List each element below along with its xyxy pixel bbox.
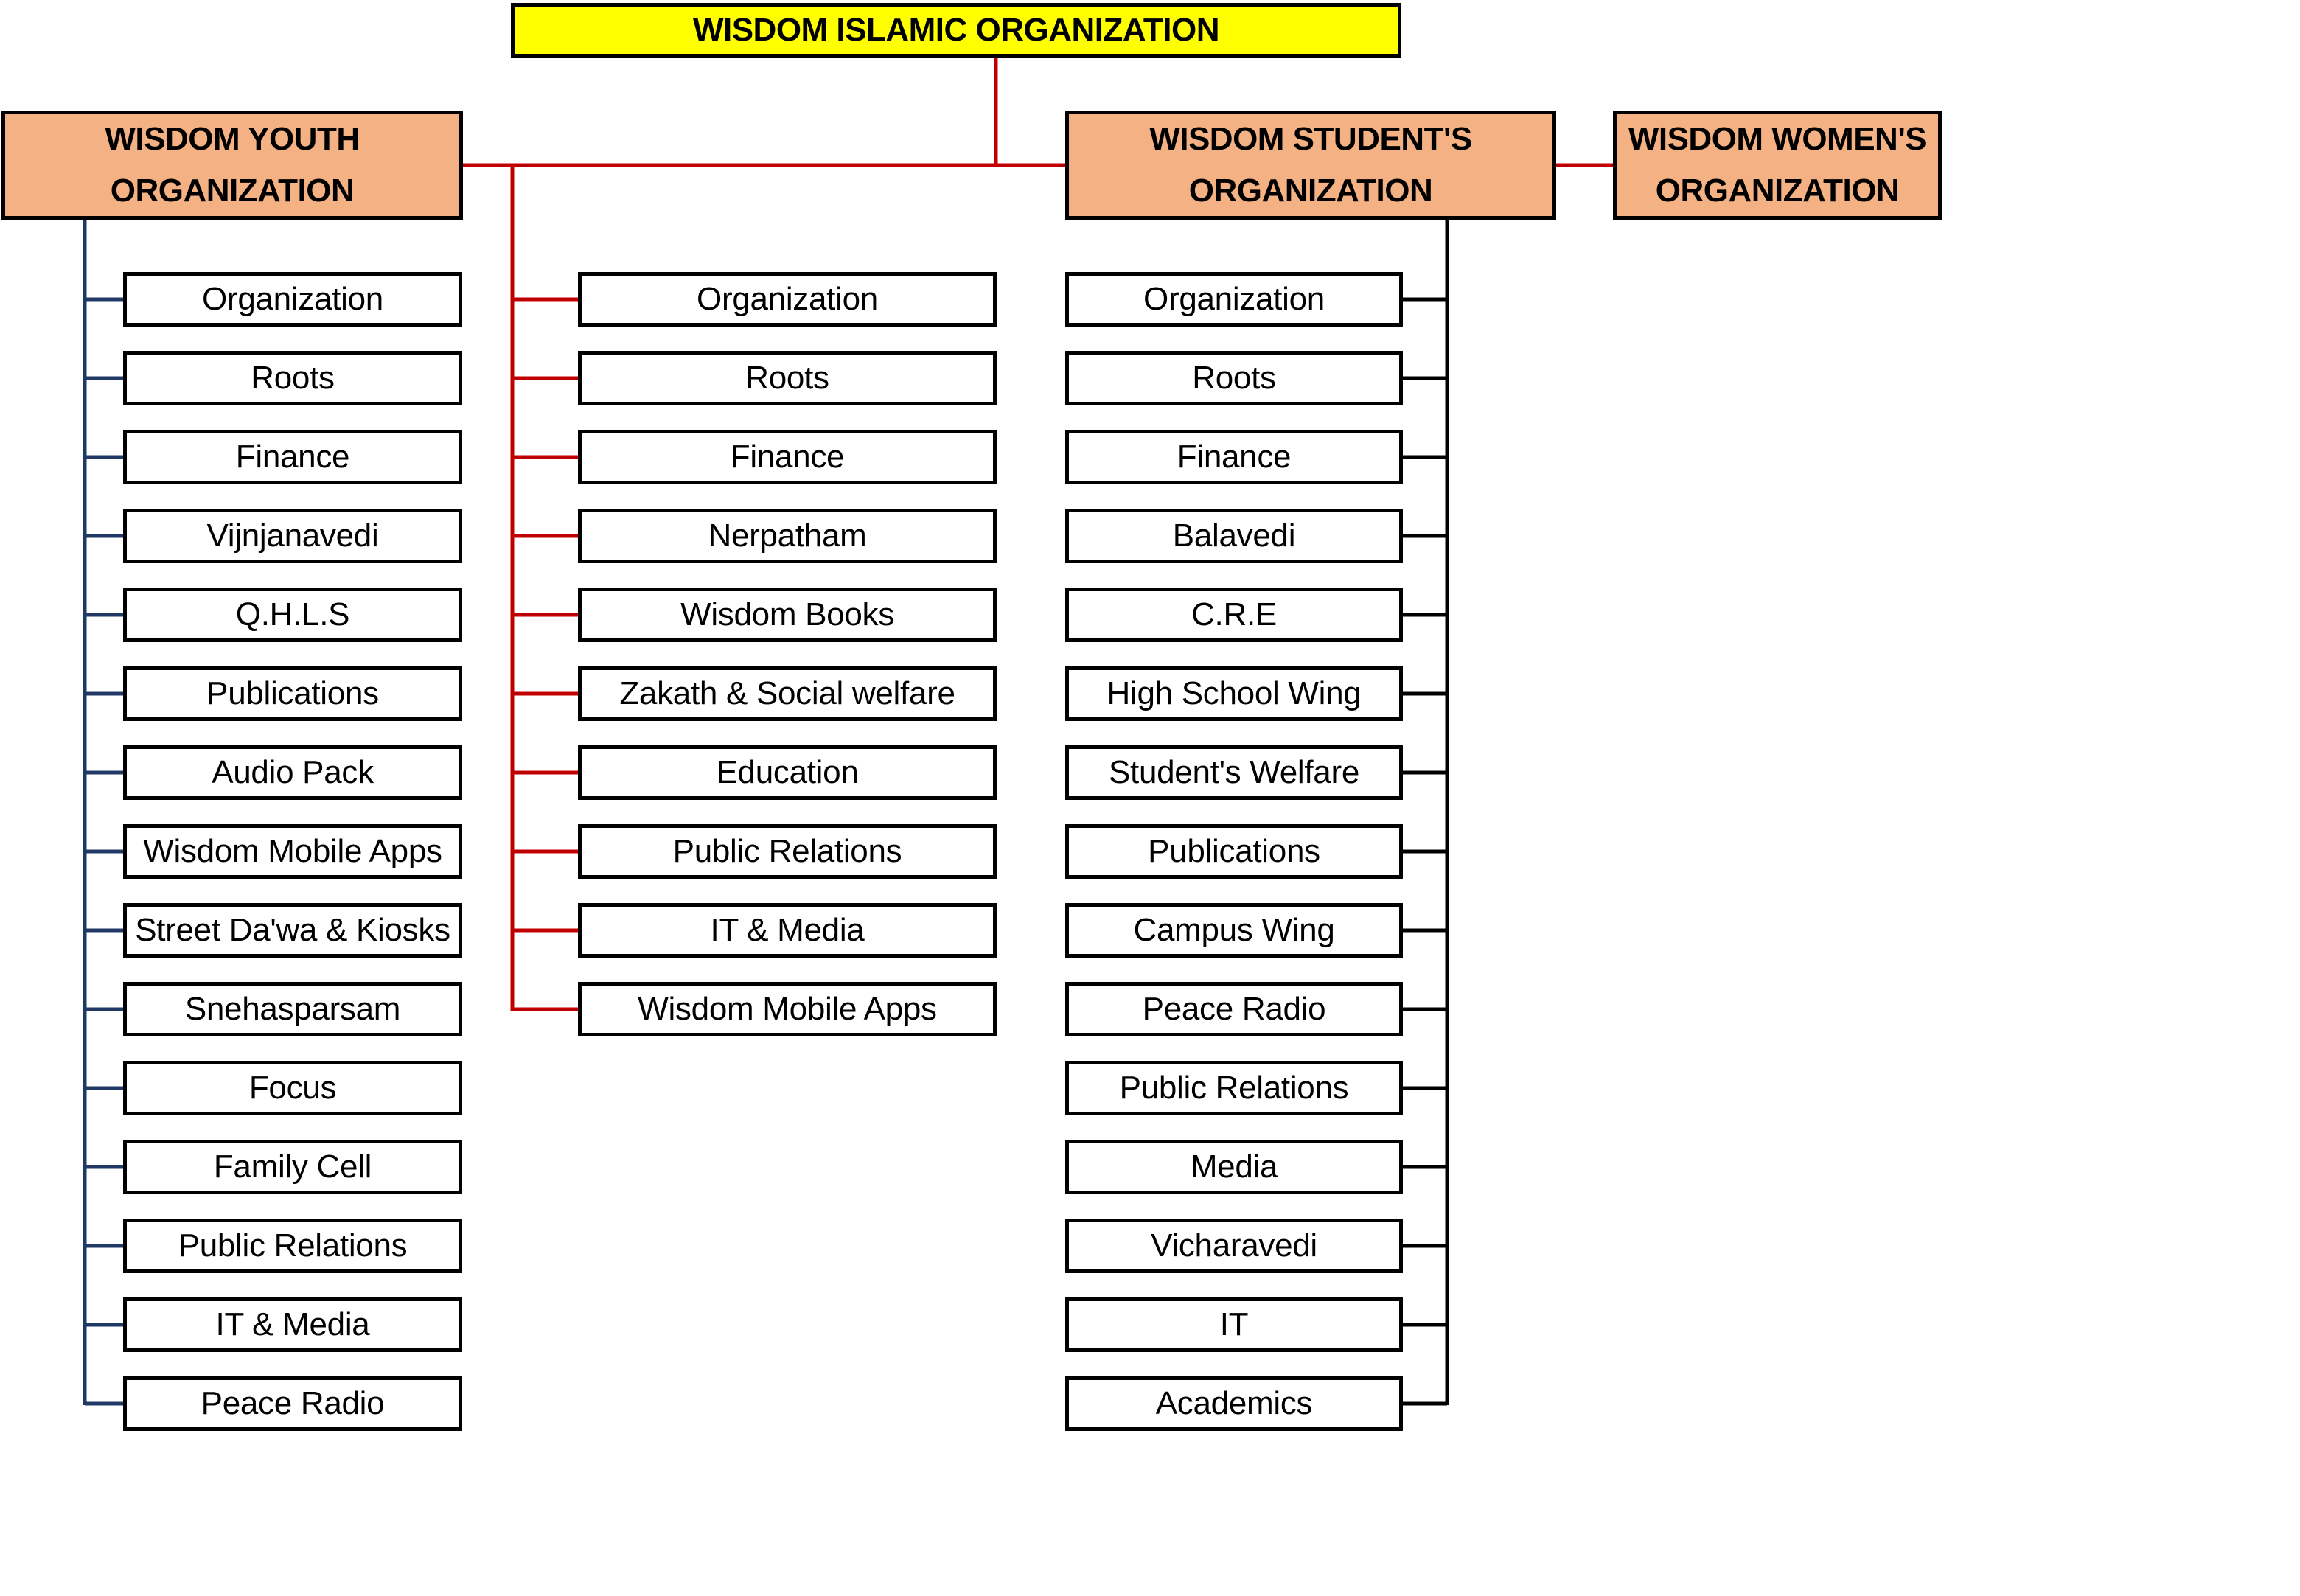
students-item-label: Balavedi [1172, 518, 1296, 554]
youth-item-label: Q.H.L.S [235, 596, 350, 633]
students-item-label: Finance [1177, 439, 1292, 475]
students-item-label: Vicharavedi [1151, 1227, 1317, 1264]
central-item-label: Nerpatham [708, 518, 867, 554]
root-node: WISDOM ISLAMIC ORGANIZATION [511, 3, 1401, 58]
students-item: IT [1065, 1297, 1403, 1352]
youth-connectors [83, 220, 125, 1406]
central-item: IT & Media [578, 903, 997, 958]
youth-item-label: Family Cell [213, 1149, 372, 1185]
students-item-label: Roots [1192, 360, 1276, 396]
red-connectors [463, 58, 1613, 1011]
students-item-label: Publications [1148, 833, 1320, 869]
youth-item: Focus [123, 1061, 462, 1115]
central-item-label: Wisdom Books [680, 596, 894, 633]
youth-item-label: Street Da'wa & Kiosks [135, 912, 450, 948]
students-item: Academics [1065, 1376, 1403, 1431]
central-item-label: Wisdom Mobile Apps [638, 991, 937, 1027]
youth-item: Public Relations [123, 1219, 462, 1273]
students-item-label: IT [1219, 1306, 1249, 1342]
students-item: Roots [1065, 351, 1403, 405]
youth-item: Finance [123, 430, 462, 484]
central-item: Finance [578, 430, 997, 484]
youth-item-label: Audio Pack [212, 754, 374, 790]
central-item-label: Organization [697, 281, 878, 317]
youth-item-label: IT & Media [215, 1306, 370, 1342]
central-item: Public Relations [578, 824, 997, 879]
students-item: Public Relations [1065, 1061, 1403, 1115]
youth-org-label: WISDOM YOUTH ORGANIZATION [105, 121, 360, 209]
students-item-label: Academics [1155, 1385, 1313, 1421]
central-item: Roots [578, 351, 997, 405]
students-item: Finance [1065, 430, 1403, 484]
youth-item-label: Finance [235, 439, 350, 475]
students-item: Peace Radio [1065, 982, 1403, 1036]
youth-item-label: Focus [248, 1070, 337, 1106]
central-item: Wisdom Books [578, 588, 997, 642]
youth-item: Vijnjanavedi [123, 509, 462, 563]
central-item-label: IT & Media [710, 912, 865, 948]
youth-item: Audio Pack [123, 745, 462, 800]
students-item-label: Public Relations [1119, 1070, 1349, 1106]
central-item-label: Public Relations [672, 833, 902, 869]
youth-org-node: WISDOM YOUTH ORGANIZATION [1, 111, 463, 220]
students-item-label: Peace Radio [1142, 991, 1326, 1027]
students-item: Campus Wing [1065, 903, 1403, 958]
youth-item: Q.H.L.S [123, 588, 462, 642]
students-item-label: High School Wing [1107, 675, 1362, 711]
students-item: Vicharavedi [1065, 1219, 1403, 1273]
youth-item-label: Roots [251, 360, 335, 396]
central-item: Nerpatham [578, 509, 997, 563]
students-org-label: WISDOM STUDENT'S ORGANIZATION [1149, 121, 1472, 209]
central-item-label: Education [716, 754, 859, 790]
students-item-label: Student's Welfare [1108, 754, 1359, 790]
central-item: Wisdom Mobile Apps [578, 982, 997, 1036]
students-item: Balavedi [1065, 509, 1403, 563]
youth-item: Peace Radio [123, 1376, 462, 1431]
women-org-label: WISDOM WOMEN'S ORGANIZATION [1628, 121, 1927, 209]
central-item: Organization [578, 272, 997, 327]
youth-item: Snehasparsam [123, 982, 462, 1036]
youth-item: Organization [123, 272, 462, 327]
central-item-label: Roots [745, 360, 829, 396]
youth-item: Publications [123, 666, 462, 721]
students-item-label: C.R.E [1191, 596, 1277, 633]
youth-item-label: Public Relations [178, 1227, 408, 1264]
central-item-label: Finance [730, 439, 845, 475]
students-item-label: Media [1190, 1149, 1278, 1185]
root-label: WISDOM ISLAMIC ORGANIZATION [692, 12, 1220, 48]
students-org-node: WISDOM STUDENT'S ORGANIZATION [1065, 111, 1556, 220]
youth-item-label: Snehasparsam [184, 991, 401, 1027]
students-item: C.R.E [1065, 588, 1403, 642]
youth-item-label: Peace Radio [201, 1385, 385, 1421]
students-item-label: Campus Wing [1133, 912, 1335, 948]
students-item: Publications [1065, 824, 1403, 879]
students-connectors [1401, 220, 1449, 1406]
youth-item-label: Organization [202, 281, 383, 317]
students-item: Media [1065, 1140, 1403, 1194]
central-item: Zakath & Social welfare [578, 666, 997, 721]
central-item-label: Zakath & Social welfare [619, 675, 955, 711]
youth-item: Roots [123, 351, 462, 405]
women-org-node: WISDOM WOMEN'S ORGANIZATION [1613, 111, 1942, 220]
youth-item-label: Wisdom Mobile Apps [143, 833, 442, 869]
students-item: High School Wing [1065, 666, 1403, 721]
youth-item: IT & Media [123, 1297, 462, 1352]
youth-item-label: Publications [206, 675, 379, 711]
youth-item-label: Vijnjanavedi [206, 518, 379, 554]
students-item: Student's Welfare [1065, 745, 1403, 800]
youth-item: Wisdom Mobile Apps [123, 824, 462, 879]
youth-item: Family Cell [123, 1140, 462, 1194]
youth-item: Street Da'wa & Kiosks [123, 903, 462, 958]
students-item: Organization [1065, 272, 1403, 327]
students-item-label: Organization [1143, 281, 1325, 317]
central-item: Education [578, 745, 997, 800]
